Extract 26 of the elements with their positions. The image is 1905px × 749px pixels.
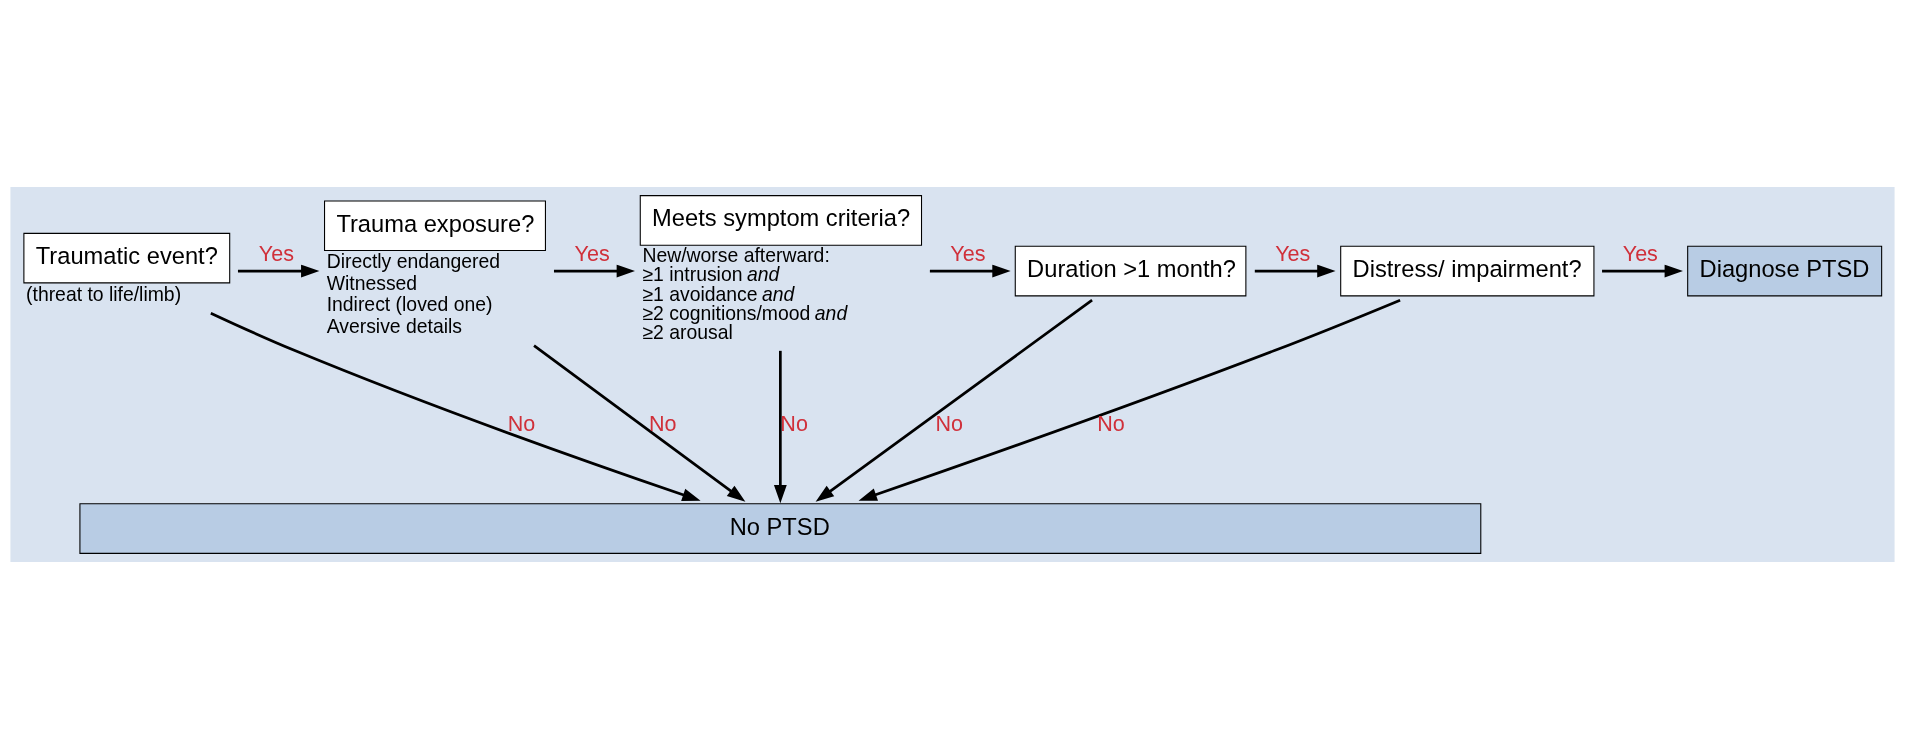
- arrow: [858, 298, 1401, 501]
- node-label: Directly endangered: [326, 250, 501, 273]
- arrow: [1602, 264, 1683, 278]
- edge-label: Yes: [258, 241, 294, 267]
- edge-label: No: [507, 410, 536, 436]
- arrow: [210, 311, 701, 501]
- node-label: Aversive details: [326, 314, 463, 337]
- node-label: Indirect (loved one): [326, 293, 493, 316]
- arrow: [554, 264, 635, 278]
- edge-label: Yes: [574, 241, 610, 267]
- arrow: [815, 299, 1093, 502]
- node-label: New/worse afterward:: [642, 243, 830, 266]
- arrow: [237, 264, 320, 278]
- edge-label: Yes: [1622, 241, 1658, 267]
- edge-label: Yes: [950, 241, 986, 267]
- edge-label: Yes: [1275, 241, 1311, 267]
- node-label: Witnessed: [326, 271, 418, 294]
- arrow: [929, 264, 1011, 278]
- edge-label: No: [780, 410, 808, 436]
- edge-label: No: [935, 410, 964, 436]
- arrow: [1254, 264, 1336, 278]
- arrow: [533, 344, 746, 502]
- node-label: (threat to life/limb): [26, 282, 182, 305]
- arrow: [773, 350, 787, 504]
- edge-label: No: [648, 410, 677, 436]
- edge-label: No: [1097, 410, 1125, 436]
